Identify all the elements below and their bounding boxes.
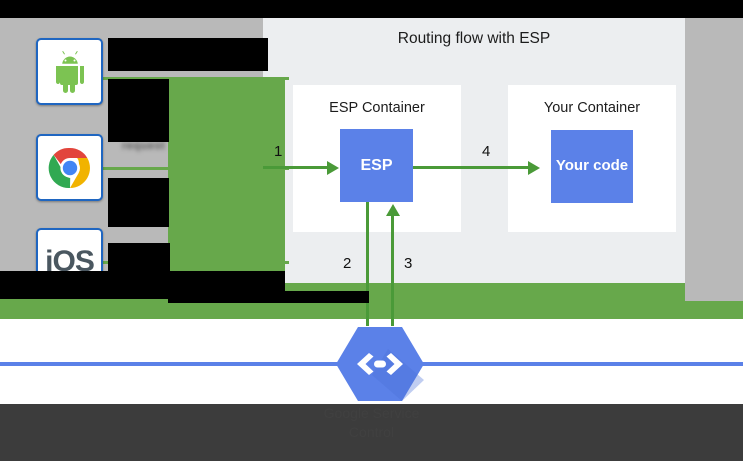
ios-connector xyxy=(103,261,289,264)
esp-box[interactable]: ESP xyxy=(340,129,413,202)
diagram-title: Routing flow with ESP xyxy=(397,30,551,47)
step-number-3: 3 xyxy=(404,255,413,272)
occlusion-band-6 xyxy=(168,291,369,303)
android-connector xyxy=(103,77,289,80)
chrome-connector xyxy=(103,167,289,170)
step-number-2: 2 xyxy=(343,255,352,272)
your-container-title: Your Container xyxy=(543,100,641,116)
client-tile-android[interactable] xyxy=(36,38,103,105)
arrow-1-line xyxy=(263,166,329,169)
occlusion-band-3 xyxy=(108,178,169,227)
occlusion-band-4 xyxy=(108,243,170,271)
arrow-3-head xyxy=(386,204,400,216)
arrow-1-head xyxy=(327,161,339,175)
green-block-shape xyxy=(168,78,285,291)
bottom-dark-overlay xyxy=(0,404,743,461)
step-number-4: 4 xyxy=(482,143,491,160)
step-number-1: 1 xyxy=(274,143,283,160)
arrow-3-line xyxy=(391,212,394,326)
google-service-control-hexagon-icon xyxy=(336,327,424,401)
occlusion-band-top xyxy=(0,0,743,18)
client-tile-chrome[interactable] xyxy=(36,134,103,201)
esp-container-title: ESP Container xyxy=(329,100,425,116)
obscured-label-2: request xyxy=(122,140,166,152)
occlusion-band-1 xyxy=(108,38,268,71)
android-icon xyxy=(55,50,84,93)
arrow-4-head xyxy=(528,161,540,175)
chrome-icon xyxy=(48,147,90,188)
your-code-box[interactable]: Your code xyxy=(551,130,633,203)
arrow-2-line xyxy=(366,202,369,326)
right-grey-gutter xyxy=(685,18,743,301)
arrow-4-line xyxy=(413,166,530,169)
occlusion-band-2 xyxy=(108,79,169,142)
